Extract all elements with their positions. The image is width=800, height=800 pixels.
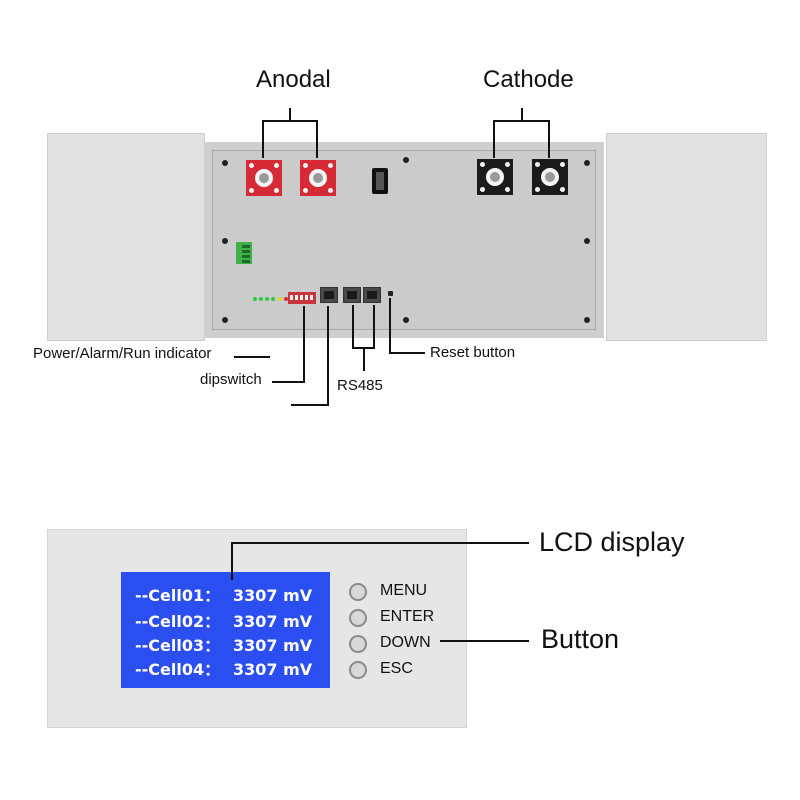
power-switch[interactable] bbox=[372, 168, 388, 194]
button-leader bbox=[440, 640, 529, 642]
cathode-terminal-2[interactable] bbox=[532, 159, 568, 195]
cathode-bracket bbox=[548, 120, 550, 158]
rs485-bracket bbox=[363, 347, 365, 371]
screw bbox=[584, 317, 590, 323]
down-button[interactable] bbox=[349, 635, 367, 653]
down-button-label: DOWN bbox=[380, 634, 431, 651]
lcd-display-label: LCD display bbox=[539, 527, 685, 557]
cathode-terminal-1[interactable] bbox=[477, 159, 513, 195]
lcd-cell-label: --Cell02： bbox=[135, 612, 221, 631]
indicator-led bbox=[284, 297, 288, 301]
screw bbox=[222, 160, 228, 166]
anodal-label: Anodal bbox=[256, 66, 331, 93]
screw bbox=[222, 317, 228, 323]
lcd-row: --Cell01： 3307 mV bbox=[135, 582, 312, 606]
anodal-bracket bbox=[289, 108, 291, 120]
rs485-bracket bbox=[373, 305, 375, 349]
menu-button-label: MENU bbox=[380, 582, 428, 599]
enter-button[interactable] bbox=[349, 609, 367, 627]
lcd-screen: --Cell01： 3307 mV --Cell02： 3307 mV --Cell… bbox=[121, 572, 330, 688]
cathode-bracket bbox=[493, 120, 495, 158]
screw bbox=[222, 238, 228, 244]
lcd-cell-value: 3307 mV bbox=[233, 612, 313, 631]
menu-button[interactable] bbox=[349, 583, 367, 601]
reset-button[interactable] bbox=[388, 291, 393, 296]
cathode-bracket bbox=[493, 120, 550, 122]
rs485-bracket bbox=[352, 305, 354, 349]
indicator-led bbox=[278, 297, 282, 301]
lcd-cell-value: 3307 mV bbox=[233, 586, 313, 605]
dipswitch-leader bbox=[303, 306, 305, 383]
lcd-leader bbox=[231, 542, 529, 544]
lcd-cell-label: --Cell04： bbox=[135, 660, 221, 679]
screw bbox=[403, 157, 409, 163]
dipswitch-leader bbox=[272, 381, 305, 383]
anodal-bracket bbox=[262, 120, 318, 122]
screw bbox=[584, 238, 590, 244]
lcd-row: --Cell03： 3307 mV bbox=[135, 632, 312, 656]
anode-terminal-2[interactable] bbox=[300, 160, 336, 196]
rs485-label: RS485 bbox=[337, 377, 383, 394]
lcd-row: --Cell04： 3307 mV bbox=[135, 656, 312, 680]
esc-button[interactable] bbox=[349, 661, 367, 679]
lcd-cell-label: --Cell01： bbox=[135, 586, 221, 605]
indicator-led bbox=[265, 297, 269, 301]
cathode-bracket bbox=[521, 108, 523, 120]
enter-button-label: ENTER bbox=[380, 608, 435, 625]
lcd-cell-value: 3307 mV bbox=[233, 636, 313, 655]
dipswitch[interactable] bbox=[288, 292, 316, 304]
right-end-cap bbox=[606, 133, 767, 341]
cathode-label: Cathode bbox=[483, 66, 574, 93]
green-terminal-connector bbox=[236, 242, 252, 264]
screw bbox=[403, 317, 409, 323]
lcd-row: --Cell02： 3307 mV bbox=[135, 608, 312, 632]
port-leader bbox=[291, 404, 329, 406]
anodal-bracket bbox=[316, 120, 318, 158]
rs485-port-1[interactable] bbox=[343, 287, 361, 303]
port-leader bbox=[327, 306, 329, 406]
reset-leader bbox=[389, 352, 425, 354]
lcd-cell-label: --Cell03： bbox=[135, 636, 221, 655]
left-end-cap bbox=[47, 133, 205, 341]
indicator-label: Power/Alarm/Run indicator bbox=[33, 345, 212, 362]
dipswitch-label: dipswitch bbox=[200, 371, 262, 388]
reset-label: Reset button bbox=[430, 344, 516, 361]
lcd-leader bbox=[231, 542, 233, 580]
rj45-port[interactable] bbox=[320, 287, 338, 303]
indicator-leader bbox=[234, 356, 270, 358]
button-label: Button bbox=[541, 624, 620, 654]
reset-leader bbox=[389, 298, 391, 354]
screw bbox=[584, 160, 590, 166]
anodal-bracket bbox=[262, 120, 264, 158]
rs485-port-2[interactable] bbox=[363, 287, 381, 303]
indicator-led bbox=[253, 297, 257, 301]
esc-button-label: ESC bbox=[380, 660, 413, 677]
indicator-led bbox=[271, 297, 275, 301]
indicator-led bbox=[259, 297, 263, 301]
anode-terminal-1[interactable] bbox=[246, 160, 282, 196]
lcd-cell-value: 3307 mV bbox=[233, 660, 313, 679]
